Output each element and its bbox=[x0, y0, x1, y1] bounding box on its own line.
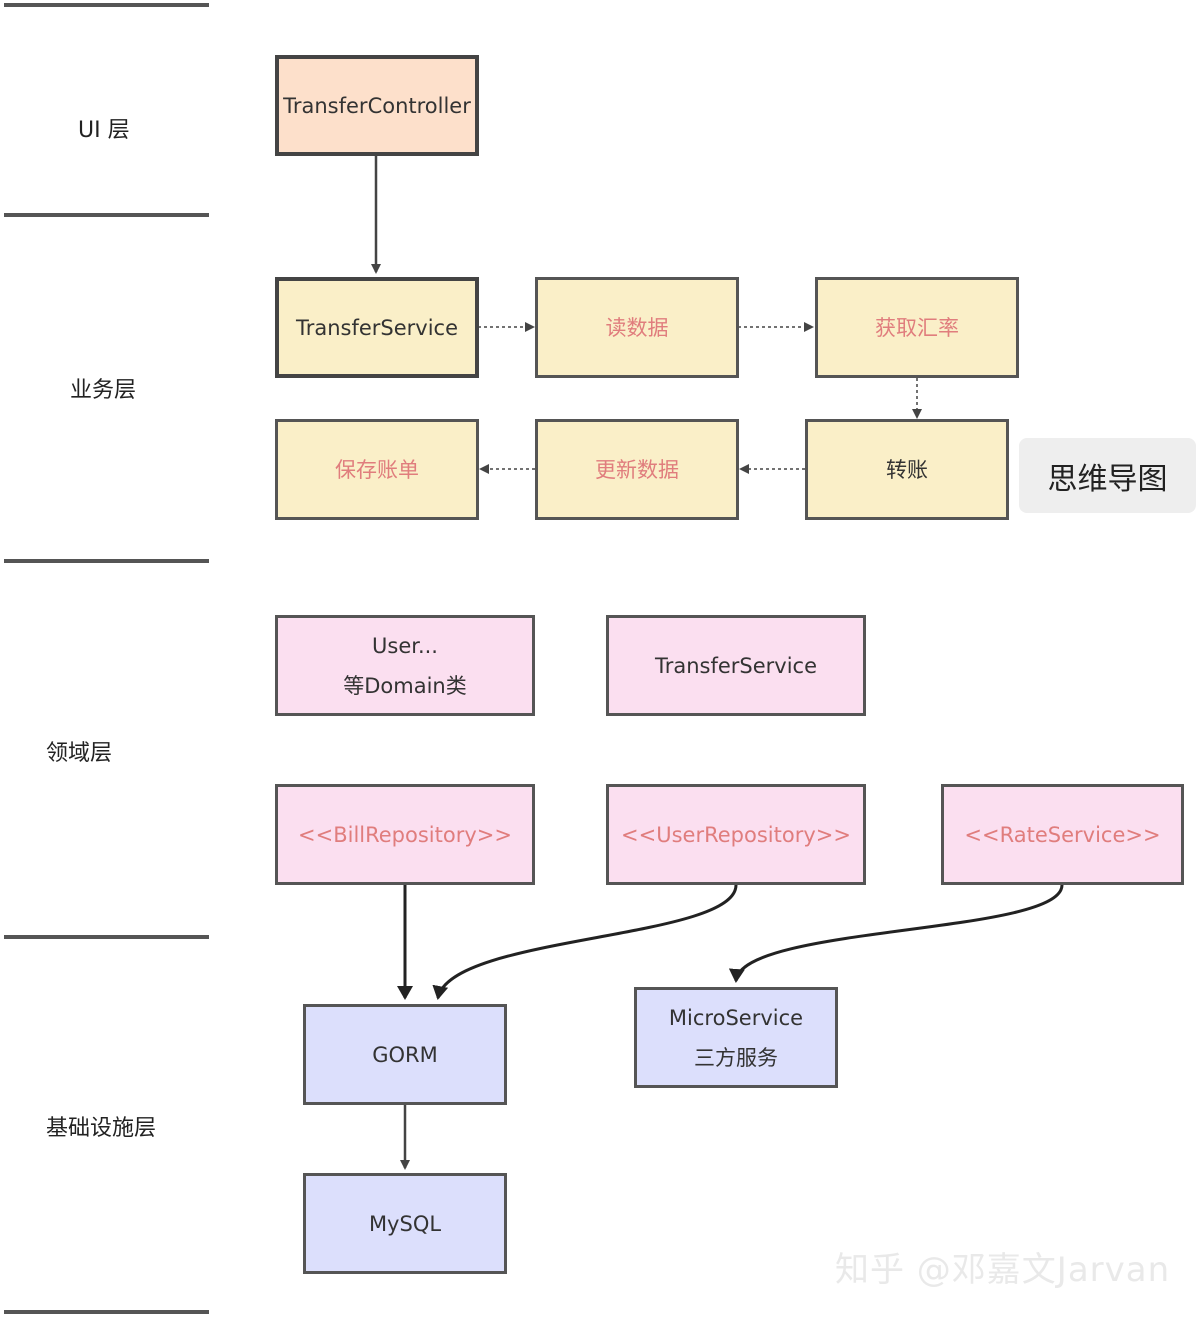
node-rate-service-label: <<RateService>> bbox=[964, 822, 1161, 847]
node-transfer-service-business: TransferService bbox=[275, 277, 479, 378]
layer-divider-ui-business bbox=[4, 213, 209, 217]
node-read-data-label: 读数据 bbox=[605, 315, 669, 340]
node-user-repository-label: <<UserRepository>> bbox=[621, 822, 851, 847]
node-save-bill: 保存账单 bbox=[275, 419, 479, 520]
node-read-data: 读数据 bbox=[535, 277, 739, 378]
node-transfer-service-business-label: TransferService bbox=[295, 315, 459, 340]
node-rate-service: <<RateService>> bbox=[941, 784, 1184, 885]
node-user-domain-line2: 等Domain类 bbox=[343, 673, 467, 698]
node-user-domain: User... 等Domain类 bbox=[275, 615, 535, 716]
node-mysql: MySQL bbox=[303, 1173, 507, 1274]
node-update-data: 更新数据 bbox=[535, 419, 739, 520]
node-transfer-controller: TransferController bbox=[275, 55, 479, 156]
node-transfer-label: 转账 bbox=[886, 457, 928, 482]
layer-label-infrastructure: 基础设施层 bbox=[46, 1116, 157, 1141]
node-microservice-line2: 三方服务 bbox=[694, 1045, 778, 1070]
node-get-rate: 获取汇率 bbox=[815, 277, 1019, 378]
layer-label-business: 业务层 bbox=[70, 378, 137, 403]
node-mysql-label: MySQL bbox=[368, 1211, 442, 1236]
layer-label-ui: UI 层 bbox=[78, 118, 130, 143]
node-transfer-controller-label: TransferController bbox=[283, 93, 471, 118]
node-transfer: 转账 bbox=[805, 419, 1009, 520]
node-save-bill-label: 保存账单 bbox=[335, 457, 419, 482]
node-get-rate-label: 获取汇率 bbox=[875, 315, 959, 340]
mindmap-button[interactable]: 思维导图 bbox=[1019, 438, 1196, 513]
layer-divider-domain-infra bbox=[4, 935, 209, 939]
node-user-repository: <<UserRepository>> bbox=[606, 784, 866, 885]
node-transfer-service-domain-label: TransferService bbox=[654, 653, 818, 678]
node-transfer-service-domain: TransferService bbox=[606, 615, 866, 716]
node-bill-repository-label: <<BillRepository>> bbox=[298, 822, 512, 847]
edge-user-repo-to-gorm bbox=[432, 884, 738, 1000]
layer-divider-top bbox=[4, 3, 209, 7]
node-microservice-line1: MicroService bbox=[668, 1005, 804, 1030]
layer-divider-business-domain bbox=[4, 559, 209, 563]
layer-label-domain: 领域层 bbox=[46, 741, 113, 766]
layer-divider-bottom bbox=[4, 1310, 209, 1314]
edge-rate-service-to-microservice bbox=[728, 884, 1064, 983]
node-update-data-label: 更新数据 bbox=[595, 457, 679, 482]
watermark: 知乎 @邓嘉文Jarvan bbox=[835, 1250, 1171, 1290]
node-gorm-label: GORM bbox=[372, 1042, 438, 1067]
node-bill-repository: <<BillRepository>> bbox=[275, 784, 535, 885]
node-microservice: MicroService 三方服务 bbox=[634, 987, 838, 1088]
node-user-domain-line1: User... bbox=[372, 633, 438, 658]
node-gorm: GORM bbox=[303, 1004, 507, 1105]
